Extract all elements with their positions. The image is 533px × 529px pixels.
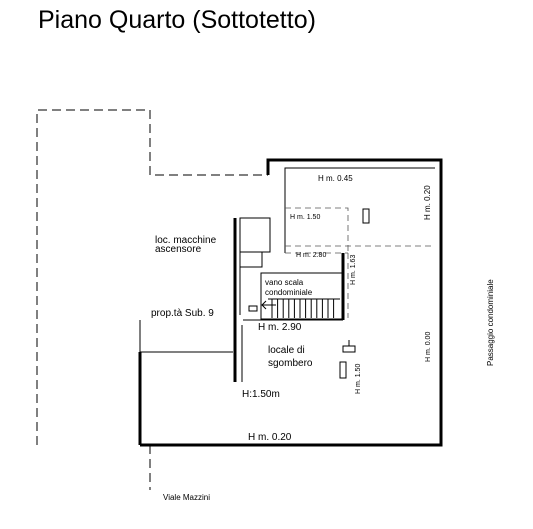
height-label: H m. 1.63: [350, 255, 357, 285]
height-label: H m. 0.00: [425, 332, 432, 362]
attic-inner-wall: [284, 167, 435, 253]
height-label: H m. 2.80: [296, 252, 326, 259]
height-label: H m. 2.90: [258, 322, 302, 333]
side-passage-label: Passaggio condominiale: [486, 279, 495, 366]
stair-label-2: condominiale: [265, 288, 313, 297]
page-title: Piano Quarto (Sottotetto): [38, 6, 316, 34]
height-label: H m. 0.20: [423, 185, 432, 220]
height-label: H m. 0.45: [318, 174, 353, 183]
lift-room-label-2: ascensore: [155, 244, 202, 255]
height-label: H m. 0.20: [248, 432, 292, 443]
height-label: H:1.50m: [242, 389, 280, 400]
lift-room-label-1: loc. macchine: [155, 235, 217, 246]
height-label: H m. 1.50: [355, 364, 362, 394]
storage-room-label-2: sgombero: [268, 358, 313, 369]
storage-room-label-1: locale di: [268, 345, 305, 356]
street-label: Viale Mazzini: [163, 493, 210, 502]
outer-walls: [138, 158, 443, 447]
stair-treads: [268, 298, 340, 318]
stair-enclosure: [243, 253, 345, 321]
lift-room: [233, 217, 271, 382]
dashed-outline-left: [36, 109, 268, 445]
vent-icon: [339, 340, 356, 379]
stair-arrow-icon: [248, 300, 276, 312]
height-lines: [285, 207, 435, 318]
neighbor-property-label: prop.tà Sub. 9: [151, 308, 214, 319]
stair-label-1: vano scala: [265, 278, 304, 287]
vent-icon: [362, 208, 370, 224]
height-label: H m. 1.50: [290, 214, 320, 221]
